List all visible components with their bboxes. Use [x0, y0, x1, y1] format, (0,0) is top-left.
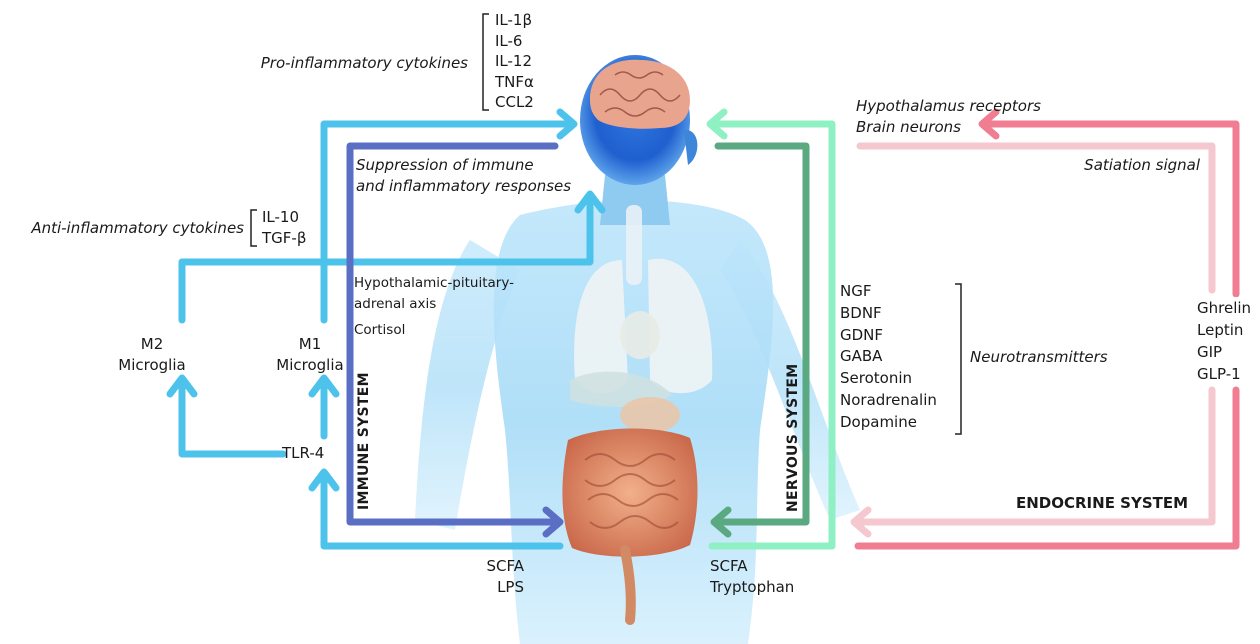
m2-label: M2 — [102, 334, 202, 355]
pro-inflammatory-list: IL-1β IL-6 IL-12 TNFα CCL2 — [495, 10, 534, 113]
trachea — [626, 205, 642, 285]
neurotransmitter-item: GDNF — [840, 325, 937, 347]
neurotransmitter-item: GABA — [840, 346, 937, 368]
gut-right-scfa: SCFA — [710, 556, 748, 577]
cytokine-item: IL-6 — [495, 31, 534, 52]
suppression-line-2: and inflammatory responses — [356, 176, 571, 197]
anti-inflammatory-title: Anti-inflammatory cytokines — [0, 218, 244, 239]
hormone-item: GIP — [1197, 341, 1251, 363]
satiation-signal-label: Satiation signal — [1040, 155, 1200, 176]
hormone-item: Ghrelin — [1197, 297, 1251, 319]
neurotransmitter-item: Serotonin — [840, 368, 937, 390]
ear — [684, 130, 697, 165]
hormone-list: Ghrelin Leptin GIP GLP-1 — [1197, 297, 1251, 385]
neurotransmitter-item: NGF — [840, 281, 937, 303]
cytokine-item: CCL2 — [495, 92, 534, 113]
neurotransmitter-item: Dopamine — [840, 412, 937, 434]
pro-inflammatory-bracket — [483, 14, 489, 110]
pro-inflammatory-title: Pro-inflammatory cytokines — [228, 53, 468, 74]
neurotransmitter-item: Noradrenalin — [840, 390, 937, 412]
suppression-line-1: Suppression of immune — [356, 155, 534, 176]
endocrine-system-label: ENDOCRINE SYSTEM — [1016, 493, 1188, 514]
heart — [620, 311, 660, 359]
gut-right-tryptophan: Tryptophan — [710, 577, 794, 598]
anti-inflammatory-list: IL-10 TGF-β — [262, 207, 306, 248]
immune-system-label: IMMUNE SYSTEM — [356, 372, 372, 510]
cytokine-item: TNFα — [495, 72, 534, 93]
neurotransmitter-item: BDNF — [840, 303, 937, 325]
neurotransmitter-list: NGF BDNF GDNF GABA Serotonin Noradrenali… — [840, 281, 937, 434]
cytokine-item: IL-10 — [262, 207, 306, 228]
gut-left-scfa: SCFA — [440, 556, 524, 577]
hypothalamus-line-1: Hypothalamus receptors — [856, 96, 1041, 117]
nervous-system-label: NERVOUS SYSTEM — [785, 364, 801, 512]
hpa-line-2: adrenal axis — [354, 294, 436, 315]
hormone-item: Leptin — [1197, 319, 1251, 341]
cytokine-item: TGF-β — [262, 228, 306, 249]
stomach — [620, 397, 680, 433]
cytokine-item: IL-1β — [495, 10, 534, 31]
m2-microglia-label: Microglia — [102, 355, 202, 376]
hpa-line-1: Hypothalamic-pituitary- — [354, 273, 514, 294]
neurotransmitters-title: Neurotransmitters — [970, 347, 1108, 368]
hormone-item: GLP-1 — [1197, 363, 1251, 385]
hypothalamus-line-2: Brain neurons — [856, 117, 961, 138]
m1-label: M1 — [240, 334, 380, 355]
large-intestine — [562, 428, 697, 556]
rectum — [625, 550, 631, 620]
gut-left-lps: LPS — [440, 577, 524, 598]
cytokine-item: IL-12 — [495, 51, 534, 72]
anti-inflammatory-bracket — [251, 210, 257, 246]
neurotransmitter-bracket — [955, 284, 961, 434]
tlr4-label: TLR-4 — [282, 443, 324, 464]
